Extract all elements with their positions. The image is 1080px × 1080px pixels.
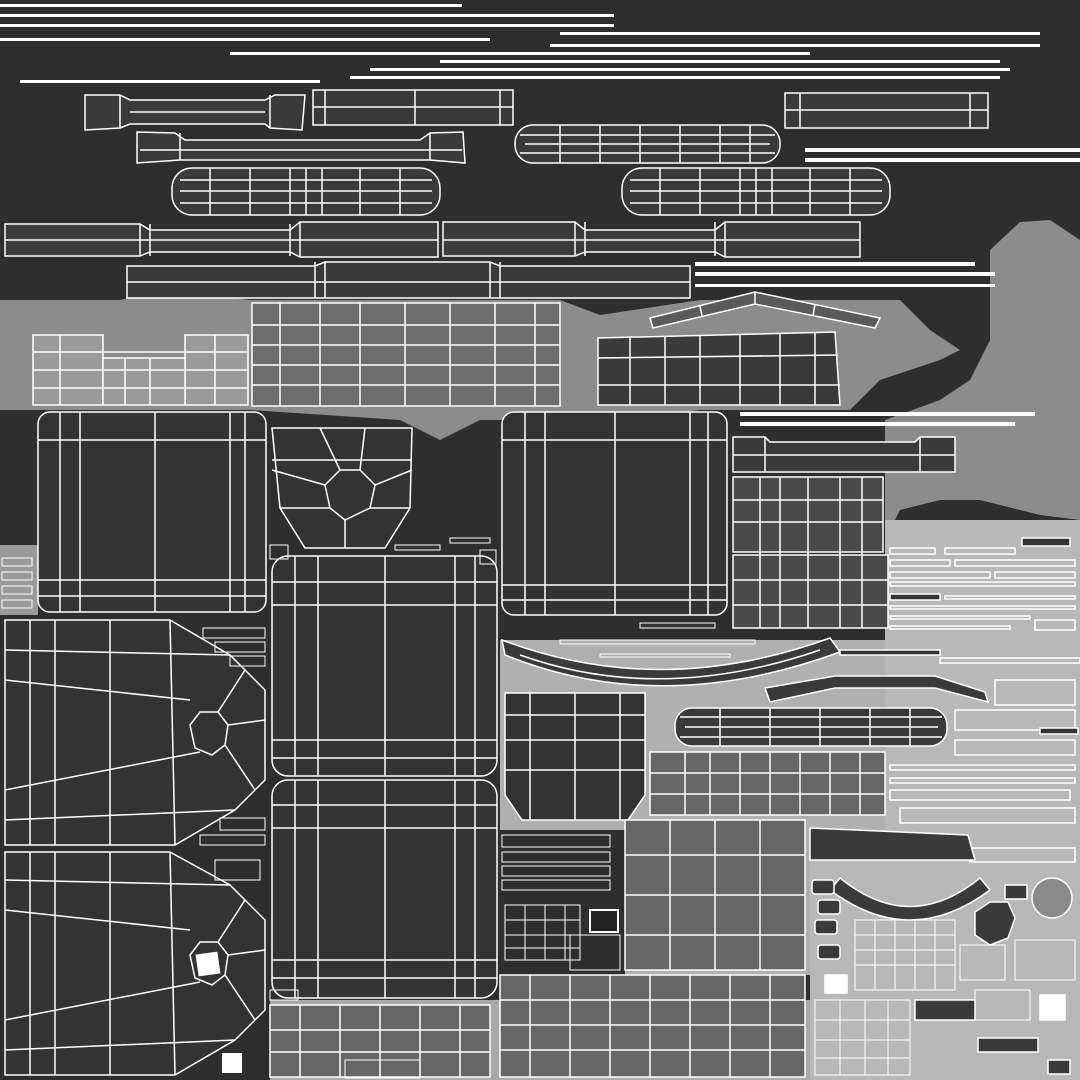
bar-island-1 <box>84 94 306 131</box>
bar-island-2 <box>312 89 514 126</box>
detail-strips-lower-mid <box>501 622 756 971</box>
capsule-island-left <box>171 167 441 216</box>
shield-island <box>504 692 646 821</box>
detail-strips-left <box>1 537 497 1079</box>
panel-island-octagon <box>271 427 413 549</box>
top-strips <box>0 4 1080 426</box>
grid-island-small-left <box>32 334 249 406</box>
capsule-island-lower-right <box>674 707 948 747</box>
grid-island-bottom-wide <box>499 974 806 1078</box>
panel-island-top-right <box>501 411 728 616</box>
bar-island-3 <box>784 92 989 129</box>
detail-parts-lower-right <box>809 827 1073 1075</box>
white-square-marker-2 <box>222 1053 242 1073</box>
panel-island-left-lower <box>4 851 266 1076</box>
bar-island-4 <box>136 131 466 164</box>
panel-island-center-lower <box>271 779 498 999</box>
white-square-marker-1 <box>195 951 221 977</box>
arc-strip-island-2 <box>763 675 990 704</box>
grid-island-bottom-left <box>269 1004 491 1078</box>
grid-island-square <box>624 819 806 971</box>
panel-island-top-left <box>37 411 267 613</box>
long-bar-island-1 <box>4 221 439 258</box>
detail-strips-right <box>839 537 1080 863</box>
bar-island-right-small <box>732 436 956 473</box>
detail-hatch-lower-right <box>814 919 1076 1076</box>
grid-island-center <box>251 302 561 407</box>
long-bar-island-2 <box>442 221 861 258</box>
grid-island-right-mid <box>732 476 889 629</box>
long-bar-island-3 <box>126 261 691 299</box>
capsule-island-right <box>621 167 891 216</box>
arched-strip-island <box>649 291 882 329</box>
panel-island-left-upper <box>4 619 266 846</box>
rounded-bar-island-1 <box>514 124 781 164</box>
grid-island-lower-mid <box>649 751 886 816</box>
panel-island-center-upper <box>271 555 498 777</box>
grid-island-right-gray <box>597 331 841 406</box>
